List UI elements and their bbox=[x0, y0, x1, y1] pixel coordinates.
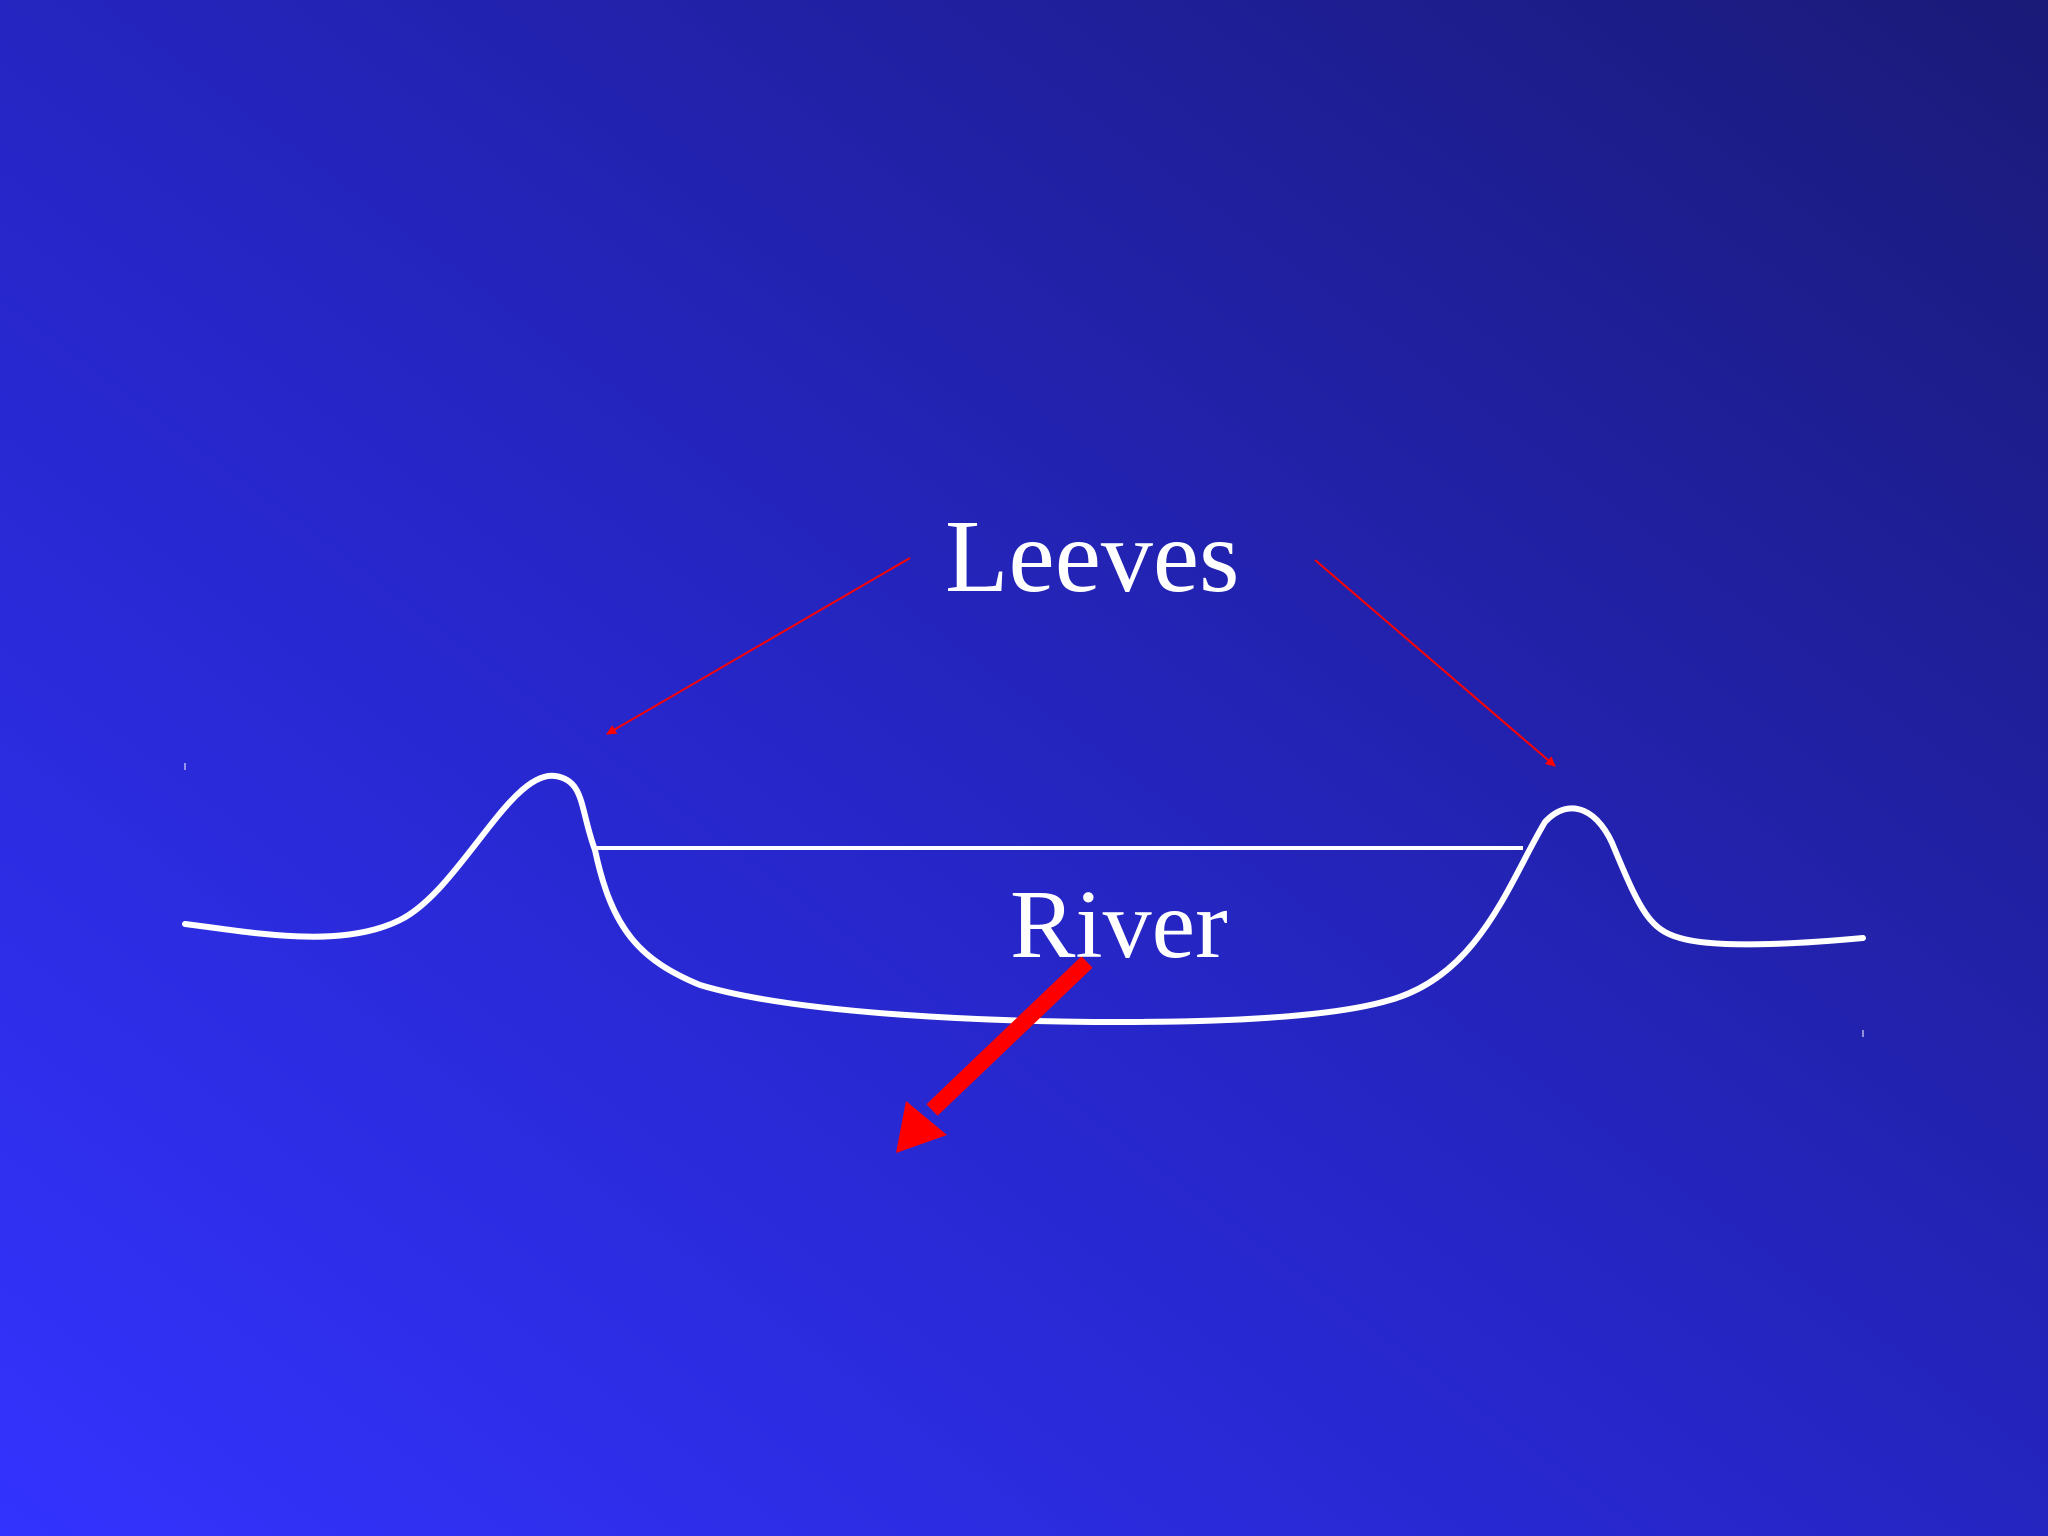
left-leeve-pointer-arrow bbox=[606, 557, 911, 735]
flow-arrow-head bbox=[896, 1101, 947, 1153]
leeves-label: Leeves bbox=[945, 499, 1240, 614]
terrain-profile bbox=[182, 772, 1866, 1025]
right-leeve-pointer-arrow bbox=[1314, 559, 1556, 767]
river-label: River bbox=[1010, 871, 1228, 979]
flow-arrow-shaft bbox=[926, 956, 1093, 1116]
